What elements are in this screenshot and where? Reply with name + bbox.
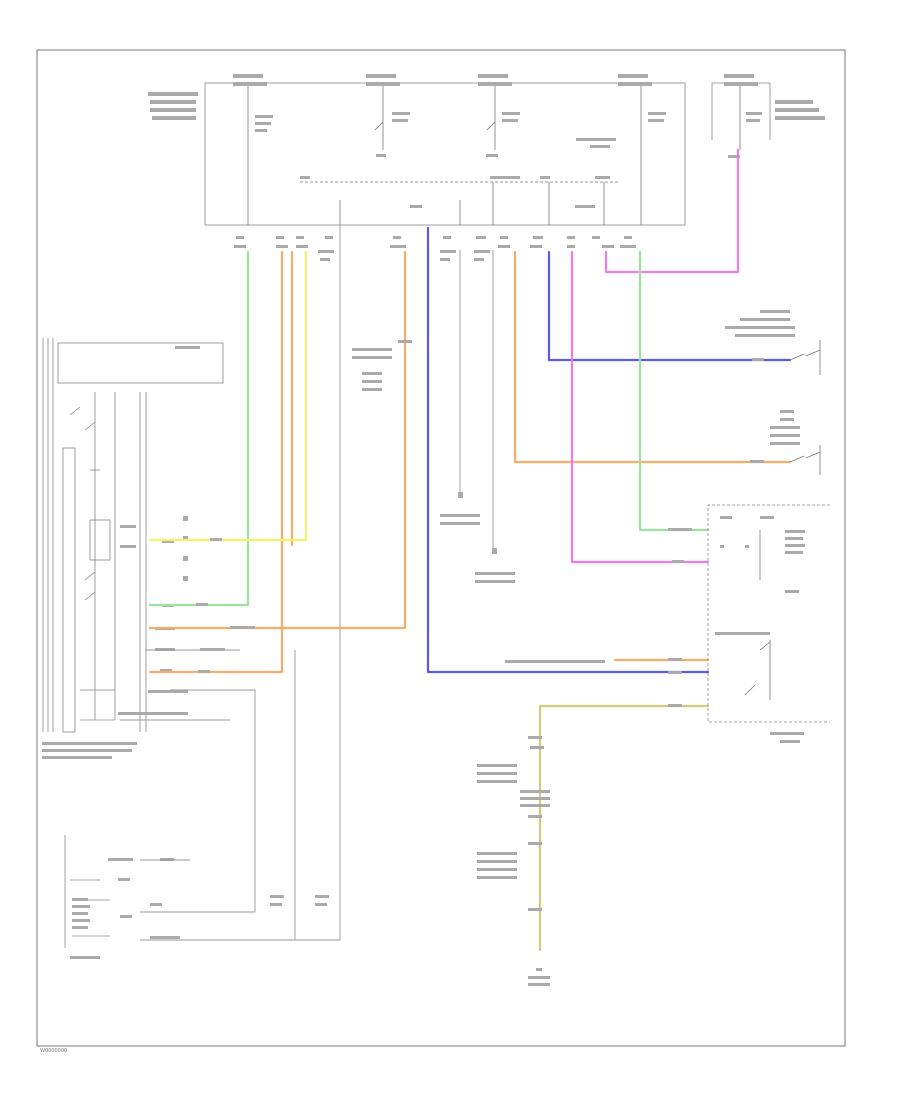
right-meter-box — [707, 504, 830, 743]
wire-labels — [196, 358, 764, 707]
wire-blue-2 — [547, 250, 792, 362]
wire-gold — [538, 704, 710, 952]
bottom-left-texts — [70, 858, 329, 959]
wire-green-right — [638, 250, 710, 532]
wire-yellow — [148, 250, 308, 542]
diagram-border — [36, 49, 846, 1047]
center-labels — [352, 340, 515, 583]
wire-blue — [426, 226, 710, 674]
left-module-texts — [42, 346, 200, 759]
wire-magenta-1 — [570, 250, 710, 564]
wire-magenta-2 — [604, 148, 740, 274]
right-switch-lower — [770, 410, 821, 475]
top-connector-pins — [234, 155, 740, 261]
top-control-unit — [204, 82, 686, 226]
bottom-center-labels — [477, 736, 550, 986]
top-box-texts — [255, 112, 762, 208]
footer-code: W0000000 — [40, 1048, 67, 1054]
top-labels — [148, 74, 825, 120]
bottom-left-module — [64, 835, 110, 948]
wire-green-left — [148, 250, 250, 607]
wire-orange-1 — [148, 250, 284, 674]
wire-orange-4 — [513, 250, 792, 464]
right-switch-upper — [725, 310, 821, 375]
top-box-fuses — [247, 86, 741, 225]
top-right-source-box — [711, 82, 771, 140]
colored-wires — [148, 148, 792, 952]
wire-orange-3 — [148, 250, 407, 630]
left-control-module — [42, 338, 224, 733]
